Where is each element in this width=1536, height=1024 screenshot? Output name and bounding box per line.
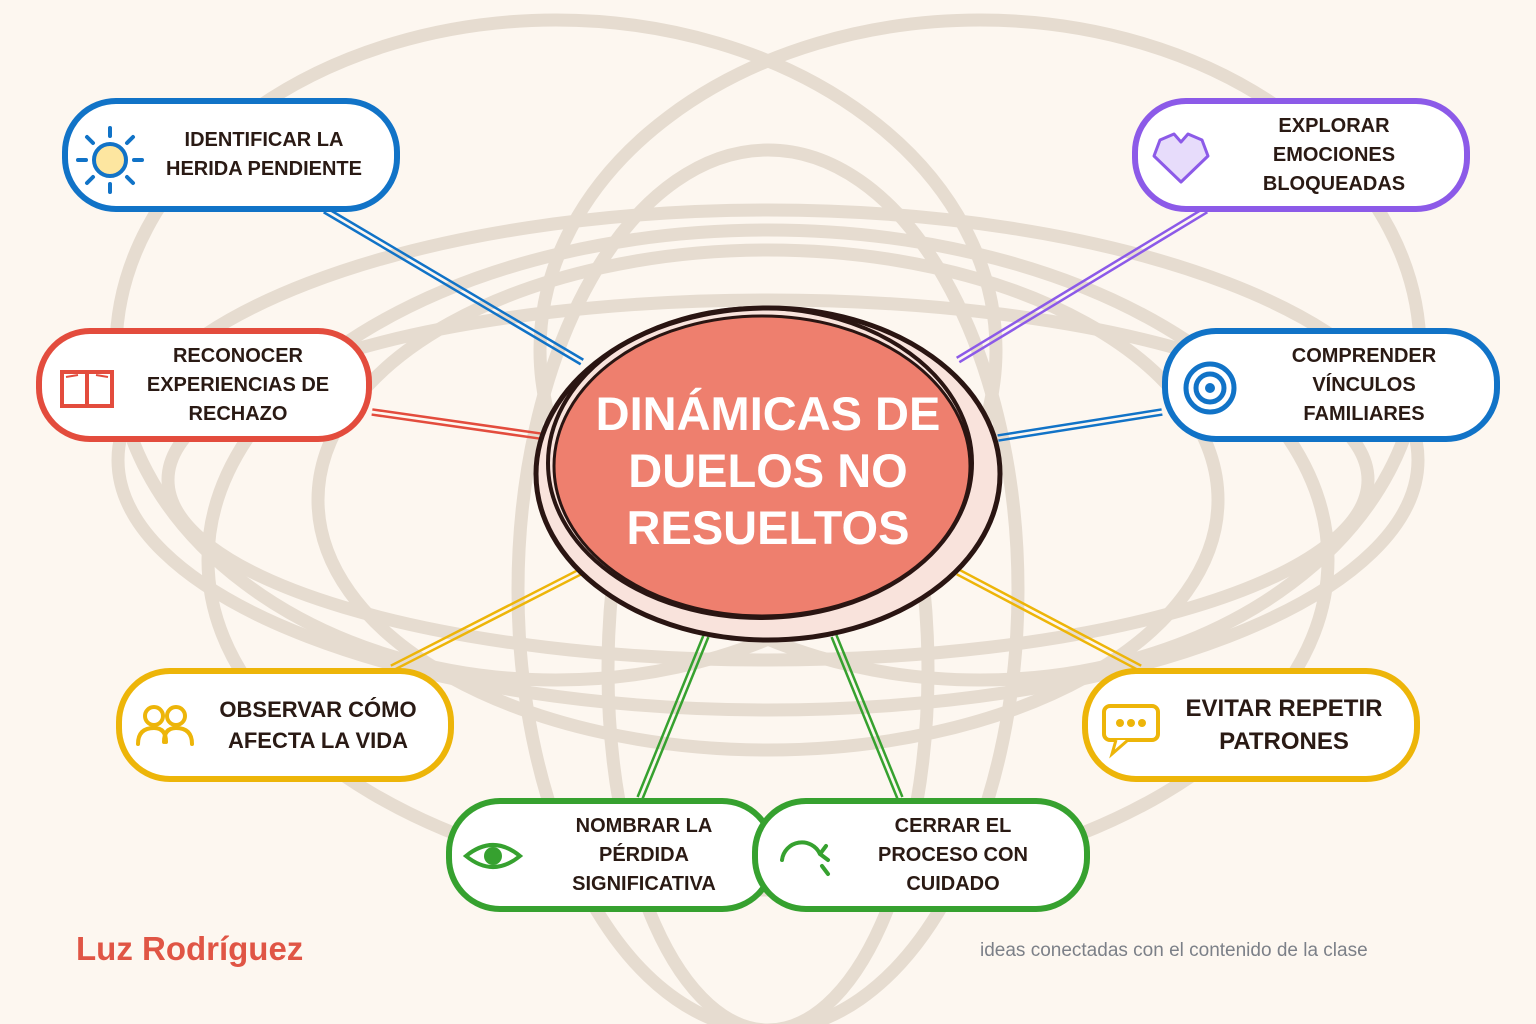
connector-line [392,573,582,672]
connector-line [371,413,540,440]
connector-line [956,206,1206,359]
node-label: EVITAR REPETIR PATRONES [1185,695,1383,755]
node-label: RECONOCER EXPERIENCIAS DE RECHAZO [146,344,330,425]
connector-line [956,573,1140,672]
node-evitar-patrones: EVITAR REPETIR PATRONES [1082,668,1420,782]
connector-line [636,634,705,798]
node-label: IDENTIFICAR LA HERIDA PENDIENTE [166,129,362,180]
node-label: COMPRENDER VÍNCULOS FAMILIARES [1291,344,1437,425]
target-icon [1178,356,1242,420]
connector-line [958,211,1208,364]
heart-icon [1146,124,1216,188]
center-ellipse [533,305,1003,643]
people-icon [132,696,198,756]
decorative-ellipse [111,203,1425,717]
author-signature: Luz Rodríguez [76,930,304,967]
connector-line [830,636,899,800]
node-label: NOMBRAR LA PÉRDIDA SIGNIFICATIVA [572,814,716,895]
connectors [323,206,1208,800]
node-label: OBSERVAR CÓMO AFECTA LA VIDA [219,697,417,753]
connector-line [998,413,1163,442]
eye-icon [460,830,526,882]
connector-line [835,634,904,798]
connector-line [390,568,580,667]
decorative-ellipse [311,243,1225,757]
node-label: EXPLORAR EMOCIONES BLOQUEADAS [1262,114,1406,195]
center-ellipse-inner-ring [546,306,974,620]
node-identificar-herida: IDENTIFICAR LA HERIDA PENDIENTE [62,98,400,212]
node-cerrar-proceso: CERRAR EL PROCESO CON CUIDADO [752,798,1090,912]
node-comprender-vinculos: COMPRENDER VÍNCULOS FAMILIARES [1162,328,1500,442]
connector-line [641,636,710,800]
connector-line [958,568,1142,667]
node-explorar-emociones: EXPLORAR EMOCIONES BLOQUEADAS [1132,98,1470,212]
book-icon [52,360,122,416]
decorative-ellipse [161,293,1375,667]
node-observar-vida: OBSERVAR CÓMO AFECTA LA VIDA [116,668,454,782]
node-label: CERRAR EL PROCESO CON CUIDADO [877,814,1029,895]
connector-line [325,206,584,361]
connector-line [323,211,582,366]
footer-note: ideas conectadas con el contenido de la … [980,940,1368,961]
node-nombrar-perdida: NOMBRAR LA PÉRDIDA SIGNIFICATIVA [446,798,776,912]
refresh-arrow-icon [768,826,834,886]
speech-bubble-icon [1096,696,1166,760]
central-topic-title: DINÁMICAS DE DUELOS NO RESUELTOS [595,386,941,554]
connector-line [997,408,1162,437]
node-reconocer-rechazo: RECONOCER EXPERIENCIAS DE RECHAZO [36,328,372,442]
decorative-ellipse [511,143,1025,1024]
center-ellipse-fill [552,314,972,618]
connector-line [372,408,541,435]
sun-icon [74,124,146,196]
